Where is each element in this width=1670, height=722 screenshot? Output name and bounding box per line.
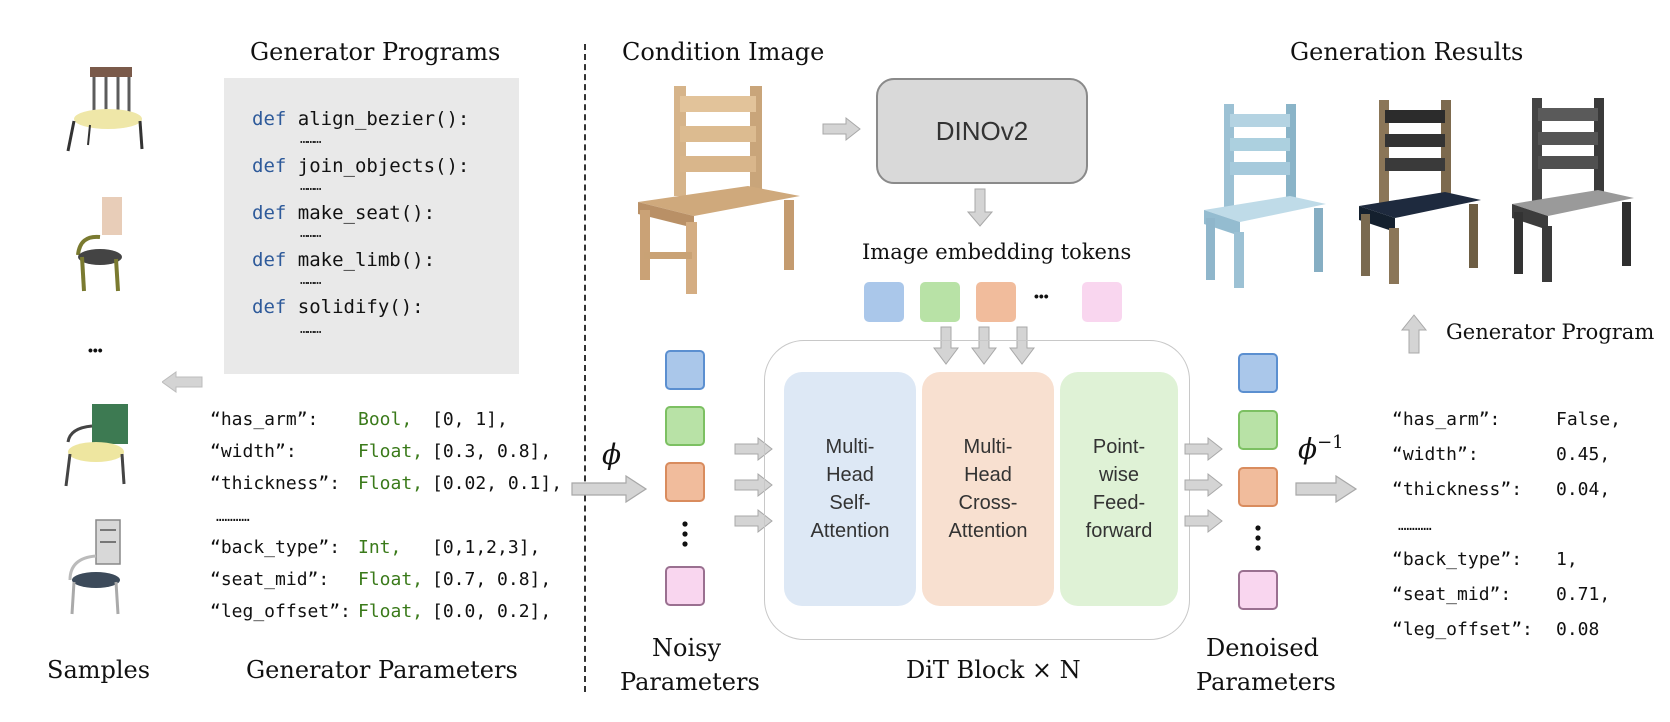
noisy-token-pink bbox=[665, 566, 705, 606]
generator-programs-title: Generator Programs bbox=[250, 38, 501, 66]
output-row: “back_type”:1, bbox=[1392, 549, 1578, 570]
param-row: “has_arm”:Bool,[0, 1], bbox=[210, 409, 508, 430]
embedding-tokens-ellipsis: ••• bbox=[1034, 288, 1049, 304]
output-row: “seat_mid”:0.71, bbox=[1392, 584, 1611, 605]
denoised-tokens-vertical-ellipsis bbox=[1255, 525, 1261, 551]
denoised-token-green bbox=[1238, 410, 1278, 450]
phi-arrow bbox=[571, 474, 648, 504]
sample-chair-4 bbox=[68, 519, 121, 615]
samples-ellipsis: ••• bbox=[88, 342, 103, 358]
sample-chair-2 bbox=[76, 197, 122, 292]
result-chair-dark bbox=[1359, 100, 1481, 284]
noisy-token-blue bbox=[665, 350, 705, 390]
embedding-token-orange bbox=[976, 282, 1016, 322]
dit-input-arrows bbox=[734, 436, 773, 534]
noisy-tokens-vertical-ellipsis bbox=[682, 521, 688, 547]
output-parameters-list: “has_arm”:False, “width”:0.45, “thicknes… bbox=[1392, 402, 1621, 647]
code-ellipsis-4: ……… bbox=[300, 273, 322, 288]
output-row: “thickness”:0.04, bbox=[1392, 479, 1611, 500]
samples-label: Samples bbox=[47, 656, 151, 684]
param-row: “width”:Float,[0.3, 0.8], bbox=[210, 441, 552, 462]
sample-chair-3 bbox=[64, 404, 128, 487]
output-ellipsis-row: ………… bbox=[1398, 518, 1432, 534]
feedforward-block: Point- wise Feed- forward bbox=[1060, 372, 1178, 606]
denoised-token-orange bbox=[1238, 467, 1278, 507]
phi-inverse-symbol: ϕ−1 bbox=[1298, 432, 1344, 466]
code-ellipsis-2: ……… bbox=[300, 179, 322, 194]
phi-symbol: ϕ bbox=[602, 438, 622, 471]
self-attention-block: Multi- Head Self- Attention bbox=[784, 372, 916, 606]
encoder-down-arrow bbox=[966, 188, 994, 227]
generator-parameters-label: Generator Parameters bbox=[246, 656, 518, 684]
dit-output-arrows bbox=[1184, 436, 1223, 534]
denoised-parameters-label-1: Denoised bbox=[1206, 634, 1319, 662]
cross-attention-block: Multi- Head Cross- Attention bbox=[922, 372, 1054, 606]
cross-attention-input-arrows bbox=[933, 326, 1035, 365]
generation-results-title: Generation Results bbox=[1290, 38, 1524, 66]
phi-inverse-arrow bbox=[1295, 474, 1358, 504]
embedding-token-pink bbox=[1082, 282, 1122, 322]
embedding-token-blue bbox=[864, 282, 904, 322]
image-embedding-tokens-label: Image embedding tokens bbox=[862, 240, 1132, 264]
noisy-token-orange bbox=[665, 462, 705, 502]
output-row: “leg_offset”:0.08 bbox=[1392, 619, 1600, 640]
code-line-5: def solidify(): bbox=[252, 296, 424, 318]
denoised-token-blue bbox=[1238, 353, 1278, 393]
denoised-parameters-label-2: Parameters bbox=[1196, 668, 1336, 696]
code-ellipsis-5: ……… bbox=[300, 322, 322, 337]
denoised-token-pink bbox=[1238, 570, 1278, 610]
embedding-token-green bbox=[920, 282, 960, 322]
code-ellipsis-1: ……… bbox=[300, 132, 322, 147]
code-line-1: def align_bezier(): bbox=[252, 108, 470, 130]
condition-image-title: Condition Image bbox=[622, 38, 825, 66]
code-line-4: def make_limb(): bbox=[252, 249, 436, 271]
generator-programs-code: def align_bezier(): ……… def join_objects… bbox=[224, 78, 519, 374]
code-line-3: def make_seat(): bbox=[252, 202, 436, 224]
arrow-to-samples bbox=[162, 371, 203, 393]
sample-chair-1 bbox=[66, 67, 144, 152]
section-divider bbox=[584, 44, 586, 692]
param-row: “leg_offset”:Float,[0.0, 0.2], bbox=[210, 601, 552, 622]
code-line-2: def join_objects(): bbox=[252, 155, 470, 177]
code-ellipsis-3: ……… bbox=[300, 226, 322, 241]
image-to-encoder-arrow bbox=[822, 116, 861, 142]
dinov2-encoder-box: DINOv2 bbox=[876, 78, 1088, 184]
generator-program-up-arrow bbox=[1400, 314, 1428, 354]
result-chair-blue bbox=[1204, 104, 1326, 288]
output-row: “width”:0.45, bbox=[1392, 444, 1611, 465]
generator-program-label: Generator Program bbox=[1446, 320, 1655, 344]
param-row: “thickness”:Float,[0.02, 0.1], bbox=[210, 473, 563, 494]
result-chair-gray bbox=[1512, 98, 1634, 282]
param-ellipsis-row: ………… bbox=[216, 509, 250, 525]
param-row: “back_type”:Int,[0,1,2,3], bbox=[210, 537, 541, 558]
noisy-parameters-label-1: Noisy bbox=[652, 634, 721, 662]
condition-chair-image bbox=[638, 86, 800, 294]
dit-block-label: DiT Block × N bbox=[906, 656, 1081, 684]
noisy-parameters-label-2: Parameters bbox=[620, 668, 760, 696]
noisy-token-green bbox=[665, 406, 705, 446]
param-row: “seat_mid”:Float,[0.7, 0.8], bbox=[210, 569, 552, 590]
output-row: “has_arm”:False, bbox=[1392, 409, 1622, 430]
generator-parameters-list: “has_arm”:Bool,[0, 1], “width”:Float,[0.… bbox=[210, 404, 562, 628]
